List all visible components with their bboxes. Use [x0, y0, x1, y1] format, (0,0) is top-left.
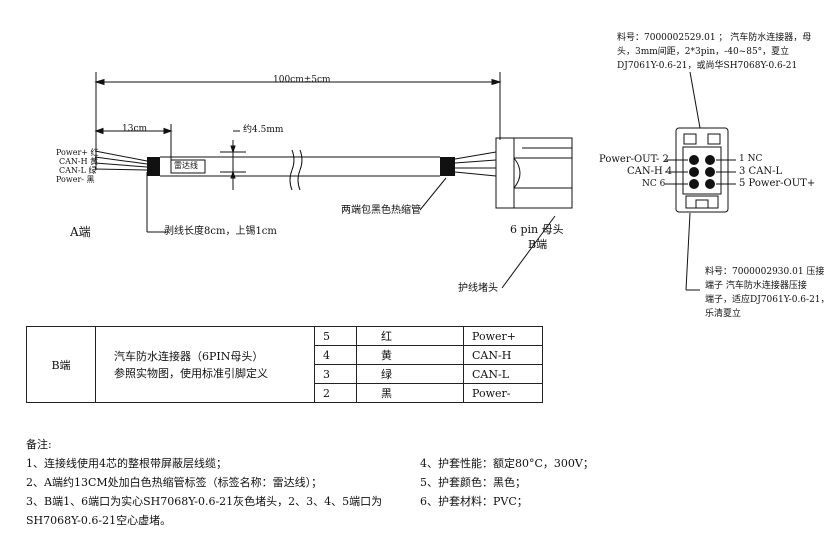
pin-label-5: 5 Power-OUT+	[739, 178, 816, 189]
note-3: 3、B端1、6端口为实心SH7068Y-0.6-21灰色堵头，2、3、4、5端口…	[26, 495, 383, 508]
note-2: 2、A端约13CM处加白色热缩管标签（标签名称：雷达线）；	[26, 476, 323, 489]
table-color: 黄	[356, 345, 464, 365]
b-end-label: B端	[528, 238, 548, 251]
table-signal: Power-	[463, 383, 543, 403]
pin-label-4: CAN-H 4	[627, 166, 673, 177]
table-color: 黑	[356, 383, 464, 403]
pin-label-6: NC 6	[642, 179, 666, 189]
wire-label-power-plus: Power+ 红	[56, 148, 99, 157]
pin-label-2: Power-OUT- 2	[599, 154, 669, 165]
terminal-note-2: 端子 汽车防水连接器压接	[705, 281, 807, 291]
connector-label: 6 pin 母头	[510, 223, 564, 236]
strip-note: 剥线长度8cm，上锡1cm	[164, 226, 277, 237]
heat-shrink-b	[440, 157, 455, 176]
note-5: 5、护套颜色：黑色；	[420, 476, 526, 489]
table-pin: 5	[314, 326, 357, 346]
terminal-note-3: 端子，适应DJ7061Y-0.6-21，	[705, 295, 830, 305]
pin-label-3: 3 CAN-L	[739, 166, 783, 177]
table-desc-cell: 汽车防水连接器（6PIN母头） 参照实物图，使用标准引脚定义	[95, 326, 315, 403]
table-color: 绿	[356, 364, 464, 384]
table-desc-line2: 参照实物图，使用标准引脚定义	[114, 366, 268, 380]
note-4: 4、护套性能：额定80°C，300V；	[420, 457, 594, 470]
table-desc-line1: 汽车防水连接器（6PIN母头）	[114, 349, 264, 363]
connector-note-2: 头，3mm间距，2*3pin，-40~85°，夏立	[617, 47, 790, 57]
table-pin: 3	[314, 364, 357, 384]
note-3-cont: SH7068Y-0.6-21空心虚堵。	[26, 514, 172, 527]
terminal-note-1: 料号：7000002930.01 压接	[705, 267, 825, 277]
heat-shrink-a	[147, 157, 160, 176]
table-signal: Power+	[463, 326, 543, 346]
table-pin: 4	[314, 345, 357, 365]
pin-table: B端 汽车防水连接器（6PIN母头） 参照实物图，使用标准引脚定义 5 红 Po…	[26, 326, 543, 403]
pin-holes	[689, 155, 715, 189]
a-end-label: A端	[70, 225, 91, 239]
wire-label-power-minus: Power- 黑	[56, 175, 95, 184]
connector-note-3: DJ7061Y-0.6-21，或尚华SH7068Y-0.6-21	[617, 61, 798, 71]
pin-label-1: 1 NC	[739, 154, 763, 164]
table-signal: CAN-H	[463, 345, 543, 365]
note-1: 1、连接线使用4芯的整根带屏蔽层线缆；	[26, 457, 227, 470]
notes-title: 备注:	[26, 438, 52, 451]
terminal-note-4: 乐清夏立	[705, 309, 742, 319]
wire-label-can-l: CAN-L 绿	[59, 166, 97, 175]
note-6: 6、护套材料：PVC；	[420, 495, 528, 508]
heat-shrink-note: 两端包黑色热缩管	[341, 205, 421, 216]
table-end-cell: B端	[26, 326, 96, 403]
table-pin: 2	[314, 383, 357, 403]
strip-length-label: 13cm	[122, 124, 148, 134]
table-color: 红	[356, 326, 464, 346]
sleeve-label: 雷达线	[174, 161, 198, 170]
diameter-label: 约4.5mm	[243, 125, 284, 135]
total-length-label: 100cm±5cm	[273, 75, 331, 85]
strain-relief-label: 护线堵头	[458, 283, 498, 294]
table-signal: CAN-L	[463, 364, 543, 384]
wire-label-can-h: CAN-H 黄	[59, 157, 99, 166]
connector-note-1: 料号：7000002529.01 ； 汽车防水连接器，母	[617, 33, 812, 43]
